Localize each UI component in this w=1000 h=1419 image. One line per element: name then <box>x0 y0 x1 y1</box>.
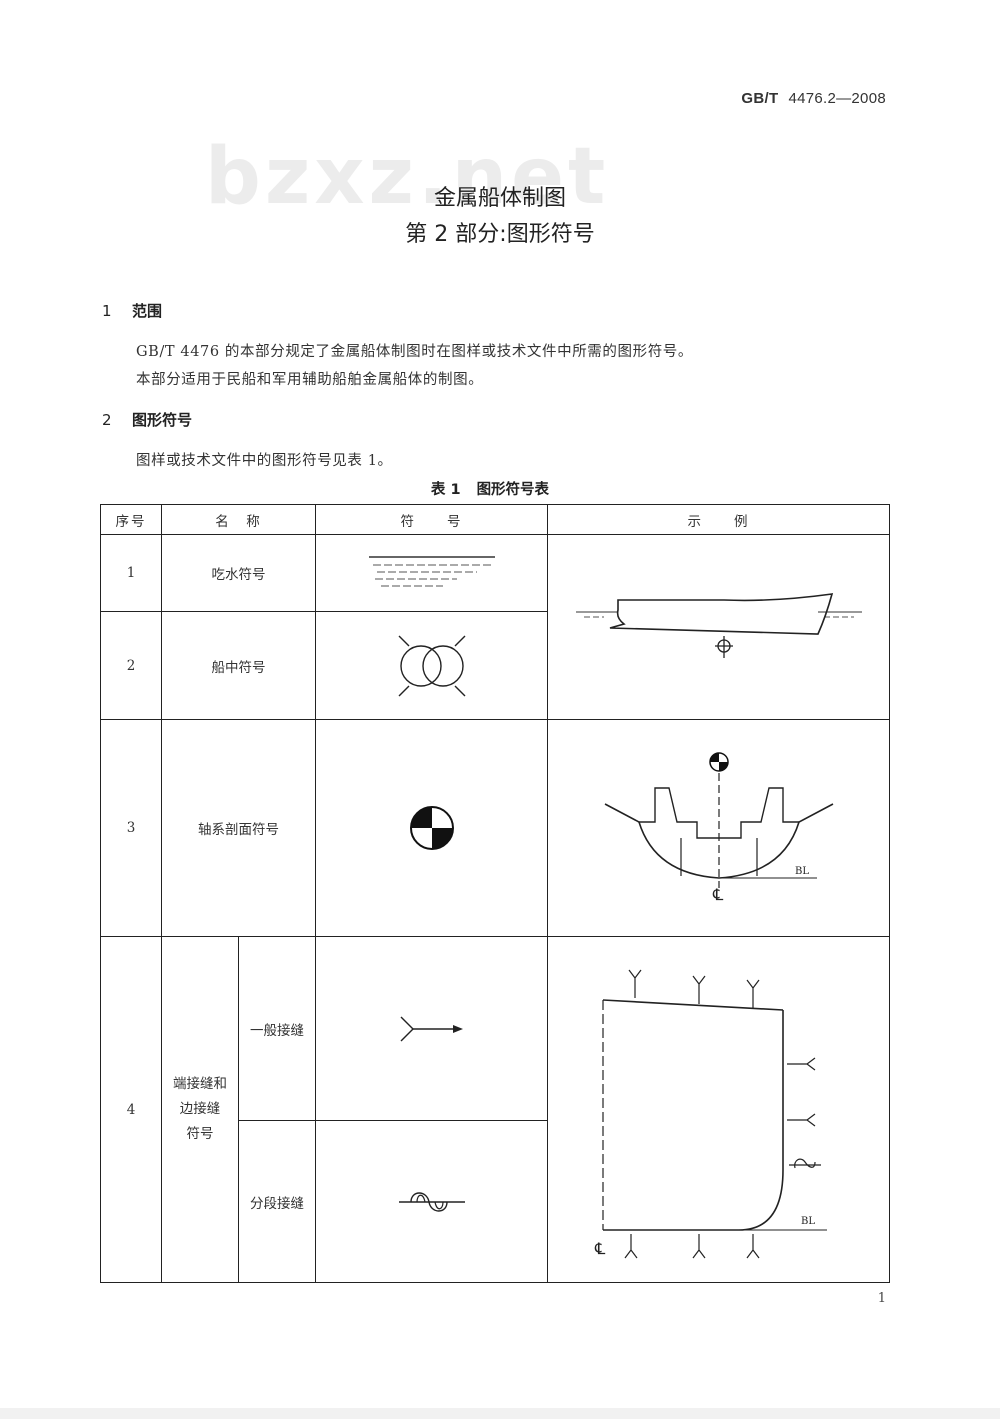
row-no: 3 <box>100 719 162 937</box>
shaft-section-example-icon: BL ℄ <box>547 719 890 937</box>
table-row: 分段接缝 <box>101 1120 890 1283</box>
midship-symbol-icon <box>315 611 548 720</box>
section-2-paragraph-1: 图样或技术文件中的图形符号见表 1。 <box>136 453 393 469</box>
header-no: 序号 <box>100 504 162 535</box>
row-name: 吃水符号 <box>161 534 316 612</box>
baseline-label: BL <box>801 1216 815 1227</box>
document-title: 金属船体制图 <box>433 186 566 211</box>
document-subtitle: 第 2 部分:图形符号 <box>405 222 595 247</box>
row-name: 轴系剖面符号 <box>161 719 316 937</box>
hull-profile-example-icon <box>547 534 890 720</box>
section-1-paragraph-2: 本部分适用于民船和军用辅助船舶金属船体的制图。 <box>136 372 484 388</box>
row-no: 1 <box>100 534 162 612</box>
row-no: 4 <box>100 936 162 1283</box>
table-row: 1 吃水符号 <box>100 534 890 720</box>
table-row: 4 端接缝和 边接缝 符号 一般接缝 <box>100 936 890 1283</box>
svg-text:℄: ℄ <box>594 1239 606 1258</box>
page-number: 1 <box>877 1291 886 1306</box>
table-row: 3 轴系剖面符号 BL ℄ <box>100 719 890 937</box>
baseline-label: BL <box>795 866 809 877</box>
table-header-row: 序号 名 称 符 号 示 例 <box>100 504 890 535</box>
waterline-draft-symbol-icon <box>315 534 548 612</box>
header-symbol: 符 号 <box>315 504 548 535</box>
section-1-paragraph-1: GB/T 4476 的本部分规定了金属船体制图时在图样或技术文件中所需的图形符号… <box>136 344 694 360</box>
page-footer-strip <box>0 1408 1000 1419</box>
svg-text:℄: ℄ <box>712 885 724 904</box>
header-name: 名 称 <box>161 504 316 535</box>
general-seam-symbol-icon <box>315 936 548 1121</box>
subrow-name: 分段接缝 <box>238 1120 316 1283</box>
row-name: 船中符号 <box>161 611 316 720</box>
symbol-table: 序号 名 称 符 号 示 例 1 吃水符号 <box>100 504 890 1283</box>
row-name: 端接缝和 边接缝 符号 <box>161 936 239 1283</box>
header-example: 示 例 <box>547 504 890 535</box>
shafting-section-symbol-icon <box>315 719 548 937</box>
seam-layout-example-icon: BL ℄ <box>547 936 890 1283</box>
block-seam-symbol-icon <box>315 1120 548 1283</box>
row-no: 2 <box>100 611 162 720</box>
watermark: bzxz.net <box>205 132 610 222</box>
subrow-name: 一般接缝 <box>238 936 316 1121</box>
